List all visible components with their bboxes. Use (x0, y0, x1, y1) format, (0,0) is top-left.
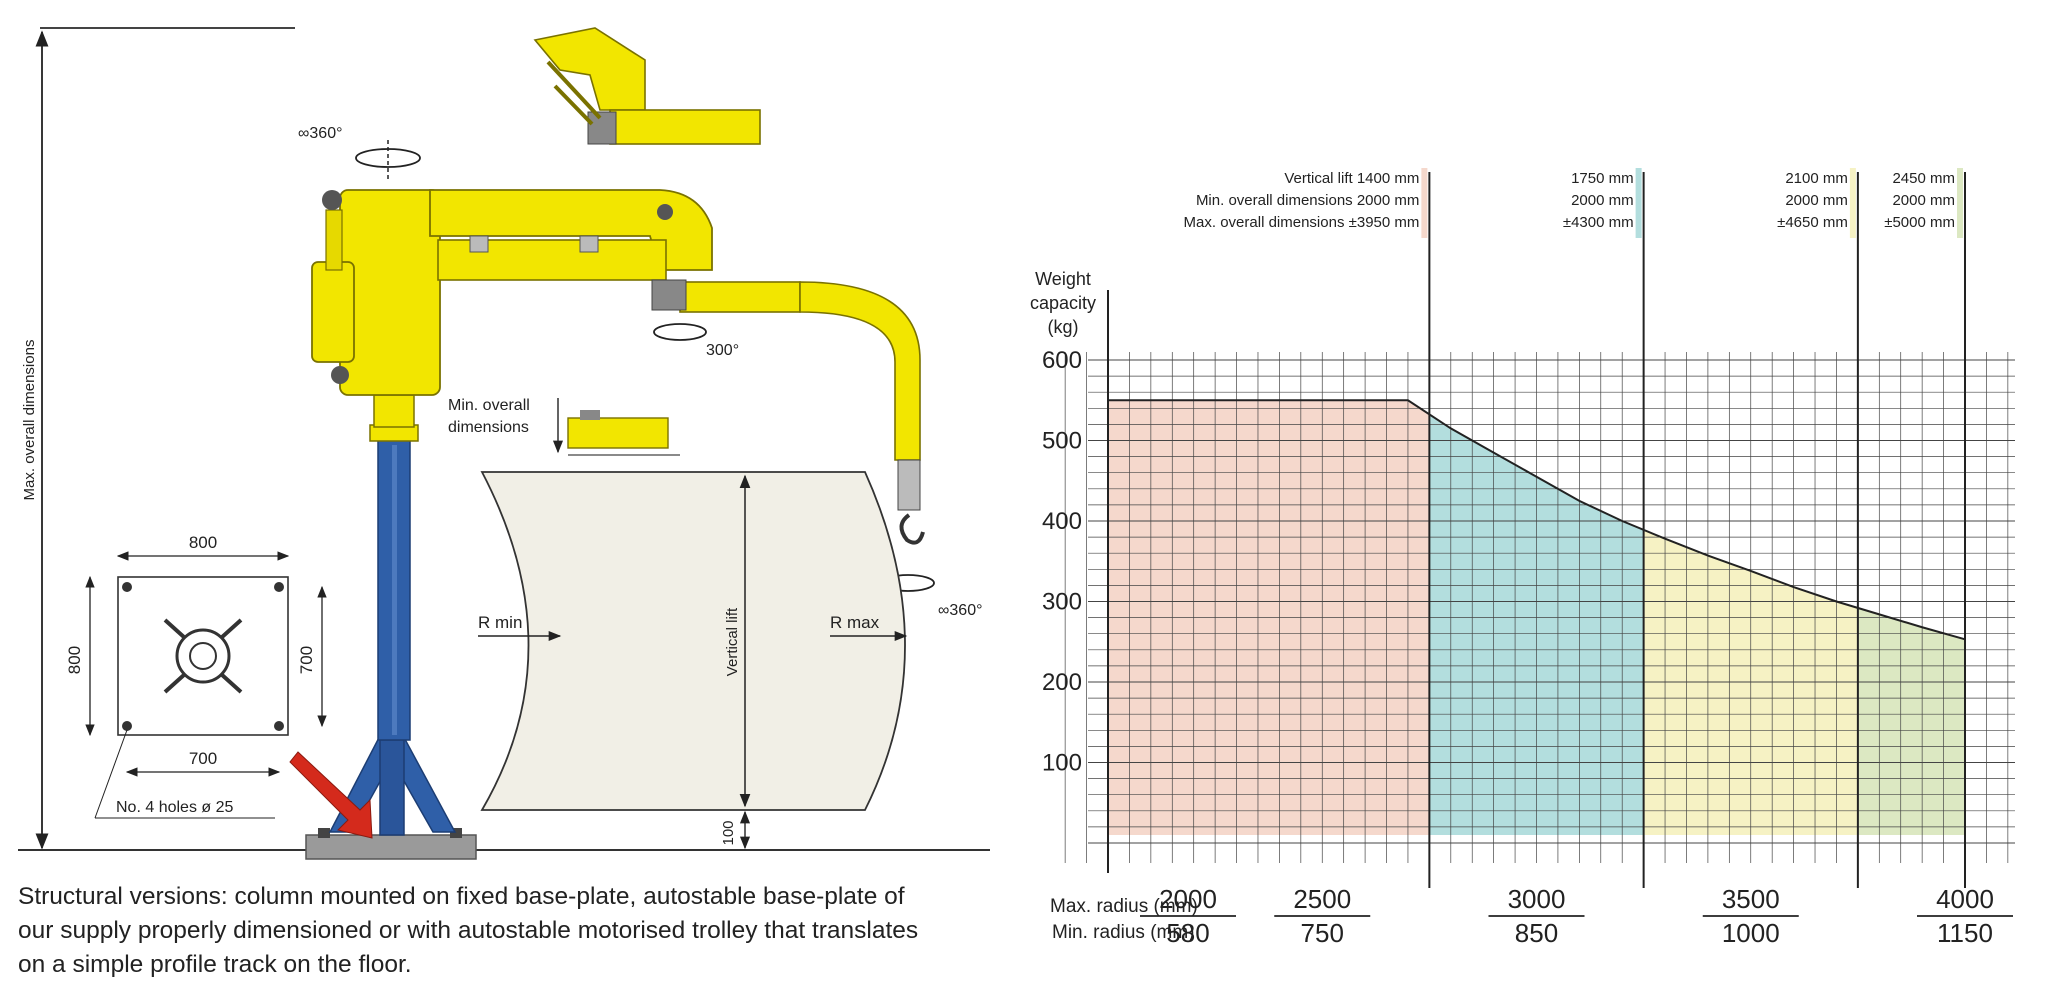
y-axis-label: (kg) (1048, 317, 1079, 337)
bolt (450, 828, 462, 838)
x-max-radius: 2000 (1159, 884, 1217, 914)
r-max-label: R max (830, 613, 880, 632)
min-overall-arm (567, 417, 669, 449)
arm-detail-rod (546, 60, 602, 120)
x-min-radius: 580 (1166, 918, 1209, 948)
arm-body (339, 189, 441, 396)
max-overall-label: Max. overall dimensions (21, 340, 38, 501)
plate-bottom-label: 700 (189, 749, 217, 768)
zone-header-text: 2000 mm (1571, 192, 1634, 209)
min-overall-label-1: Min. overall (448, 397, 530, 414)
y-tick-label: 400 (1042, 508, 1082, 535)
zone-header-text: ±5000 mm (1884, 214, 1955, 231)
bearing (469, 235, 489, 253)
holes-leader (94, 729, 128, 819)
x-min-radius: 1150 (1937, 918, 1993, 948)
x-row-label: Min. radius (mm) (1052, 922, 1195, 943)
plate-top-label: 800 (189, 533, 217, 552)
base-plate (305, 834, 477, 860)
plate-left-label: 800 (65, 646, 84, 674)
zone-header-text: ±4300 mm (1563, 214, 1634, 231)
zone-header-text: ±4650 mm (1777, 214, 1848, 231)
y-tick-label: 200 (1042, 669, 1082, 696)
holes-label: No. 4 holes ø 25 (116, 799, 234, 816)
arm-detail-unit (587, 111, 617, 145)
rotation-hook-label: ∞360° (938, 602, 983, 619)
min-overall-label-2: dimensions (448, 419, 529, 436)
y-tick-label: 300 (1042, 589, 1082, 616)
zone-header-text: 2450 mm (1892, 170, 1955, 187)
caption-line: Structural versions: column mounted on f… (18, 883, 905, 910)
hook-swivel (897, 459, 921, 511)
hole (274, 582, 284, 592)
zone-header-text: 1750 mm (1571, 170, 1634, 187)
piston-rod (325, 209, 343, 271)
rotation-elbow-label: 300° (706, 342, 739, 359)
arm-detail-top (533, 27, 646, 111)
rotation-elbow-icon (653, 323, 707, 341)
pivot-joint (331, 366, 349, 384)
load-chart: 100 200 300 400 500 600 Weight capacity (kg) Vert… (1030, 168, 2015, 948)
bearing (579, 235, 599, 253)
x-min-radius: 850 (1515, 918, 1558, 948)
bolt (318, 828, 330, 838)
y-axis-label: Weight (1035, 269, 1091, 289)
x-min-radius: 750 (1301, 918, 1344, 948)
rotation-unit (651, 279, 687, 311)
placement-arrow-icon (289, 751, 373, 839)
forearm (679, 281, 801, 313)
x-max-radius: 4000 (1936, 884, 1994, 914)
capacity-curve (1108, 399, 1966, 641)
zone-header-text: 2000 mm (1785, 192, 1848, 209)
hole (122, 721, 132, 731)
working-area (480, 471, 906, 811)
zone-header-text: Max. overall dimensions ±3950 mm (1184, 214, 1420, 231)
forearm-bend (799, 281, 921, 461)
hole (274, 721, 284, 731)
zone-header-text: 2100 mm (1785, 170, 1848, 187)
arm-detail-rod (553, 84, 594, 126)
rotation-top-label: ∞360° (298, 125, 343, 142)
pivot-joint (322, 190, 342, 210)
r-min-label: R min (478, 613, 522, 632)
hook (899, 513, 925, 545)
plate-right-label: 700 (297, 646, 316, 674)
x-max-radius: 2500 (1293, 884, 1351, 914)
caption-line: our supply properly dimensioned or with … (18, 917, 919, 944)
y-tick-label: 100 (1042, 750, 1082, 777)
hole (122, 582, 132, 592)
plate-plan (117, 576, 289, 736)
plate-column-ring (175, 628, 231, 684)
x-max-radius: 3500 (1722, 884, 1780, 914)
x-row-label: Max. radius (mm) (1050, 896, 1198, 917)
floor-dimension-label: 100 (720, 820, 737, 845)
zone-area (1857, 607, 1965, 835)
counterweight-cylinder (311, 261, 355, 363)
vertical-lift-label: Vertical lift (724, 607, 741, 676)
zone-header-text: 2000 mm (1892, 192, 1955, 209)
x-max-radius: 3000 (1508, 884, 1566, 914)
caption: Structural versions: column mounted on f… (18, 880, 998, 982)
pivot-joint (657, 204, 673, 220)
zone-color-swatch (1635, 168, 1642, 238)
caption-line: on a simple profile track on the floor. (18, 951, 412, 978)
zone-color-swatch (1849, 168, 1856, 238)
min-overall-unit (580, 410, 600, 420)
column-foot (379, 739, 405, 836)
plate-column-inner (189, 642, 217, 670)
column-highlight (392, 445, 397, 735)
y-tick-label: 600 (1042, 347, 1082, 374)
x-min-radius: 1000 (1722, 918, 1780, 948)
arm-detail-beam (609, 109, 761, 145)
zone-header-text: Vertical lift 1400 mm (1284, 170, 1419, 187)
zone-header-text: Min. overall dimensions 2000 mm (1196, 192, 1419, 209)
y-tick-label: 500 (1042, 428, 1082, 455)
zone-color-swatch (1957, 168, 1963, 238)
plate-ribs (163, 618, 243, 694)
zone-color-swatch (1421, 168, 1428, 238)
column-head (373, 394, 415, 428)
y-axis-label: capacity (1030, 293, 1096, 313)
